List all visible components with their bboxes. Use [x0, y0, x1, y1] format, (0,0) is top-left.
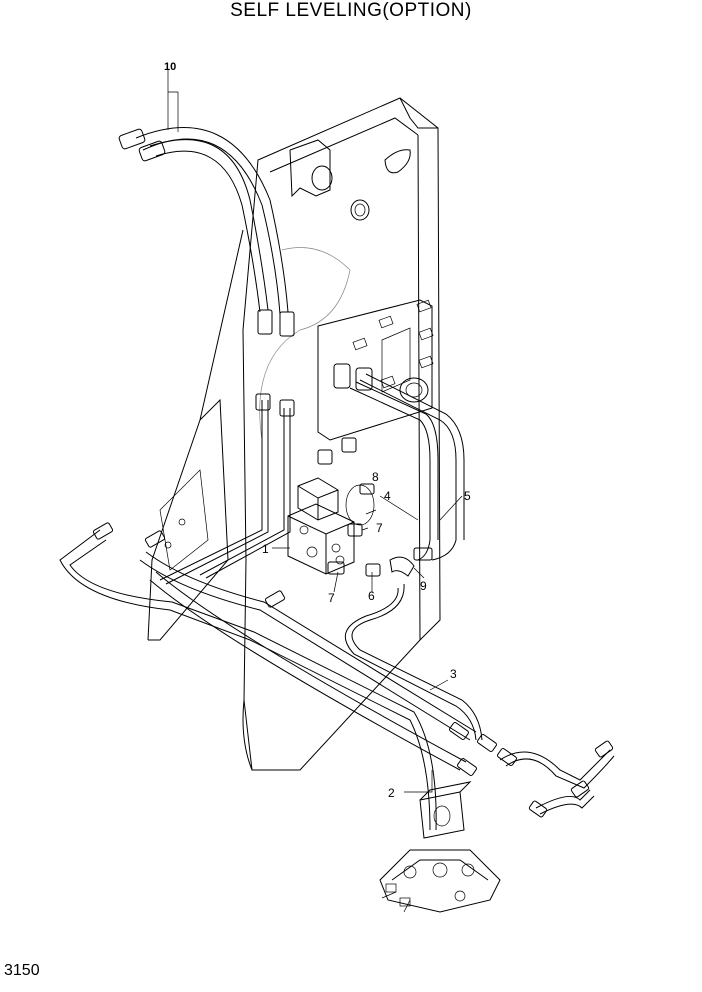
callout-9: 9 — [420, 579, 427, 593]
callout-10: 10 — [164, 61, 176, 73]
fittings — [327, 483, 433, 577]
mounting-bracket — [147, 97, 441, 771]
callout-1: 1 — [262, 542, 269, 556]
callout-7a: 7 — [376, 521, 383, 535]
callout-4: 4 — [384, 489, 391, 503]
leader-lines — [272, 495, 463, 793]
page-number: 3150 — [4, 962, 40, 979]
callout-8: 8 — [372, 470, 379, 484]
callout-2: 2 — [388, 786, 395, 800]
callout-5: 5 — [464, 489, 471, 503]
control-valve — [379, 781, 501, 913]
callouts: 1 2 3 4 5 6 7 7 8 9 10 — [164, 61, 471, 800]
valve-block — [287, 477, 375, 575]
callout-3: 3 — [450, 667, 457, 681]
callout-6: 6 — [368, 589, 375, 603]
diagram-title: SELF LEVELING(OPTION) — [230, 0, 472, 21]
tube-lines — [59, 363, 615, 831]
callout-7b: 7 — [328, 591, 335, 605]
hose-assembly — [118, 70, 295, 337]
